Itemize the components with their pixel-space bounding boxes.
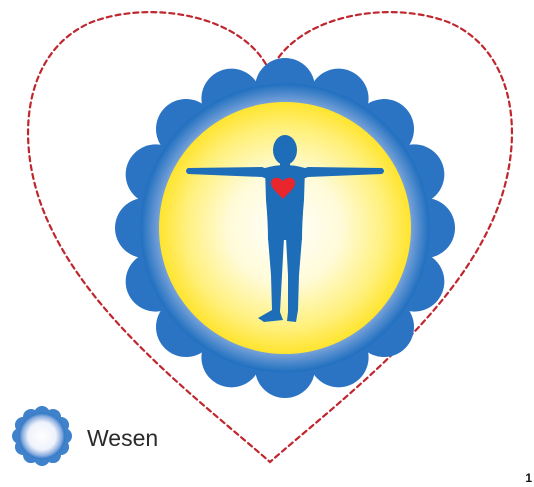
legend-cloud-body: [19, 413, 65, 459]
page-number: 1: [525, 471, 532, 485]
legend-label: Wesen: [87, 424, 158, 452]
legend-cloud-icon: [12, 406, 72, 466]
